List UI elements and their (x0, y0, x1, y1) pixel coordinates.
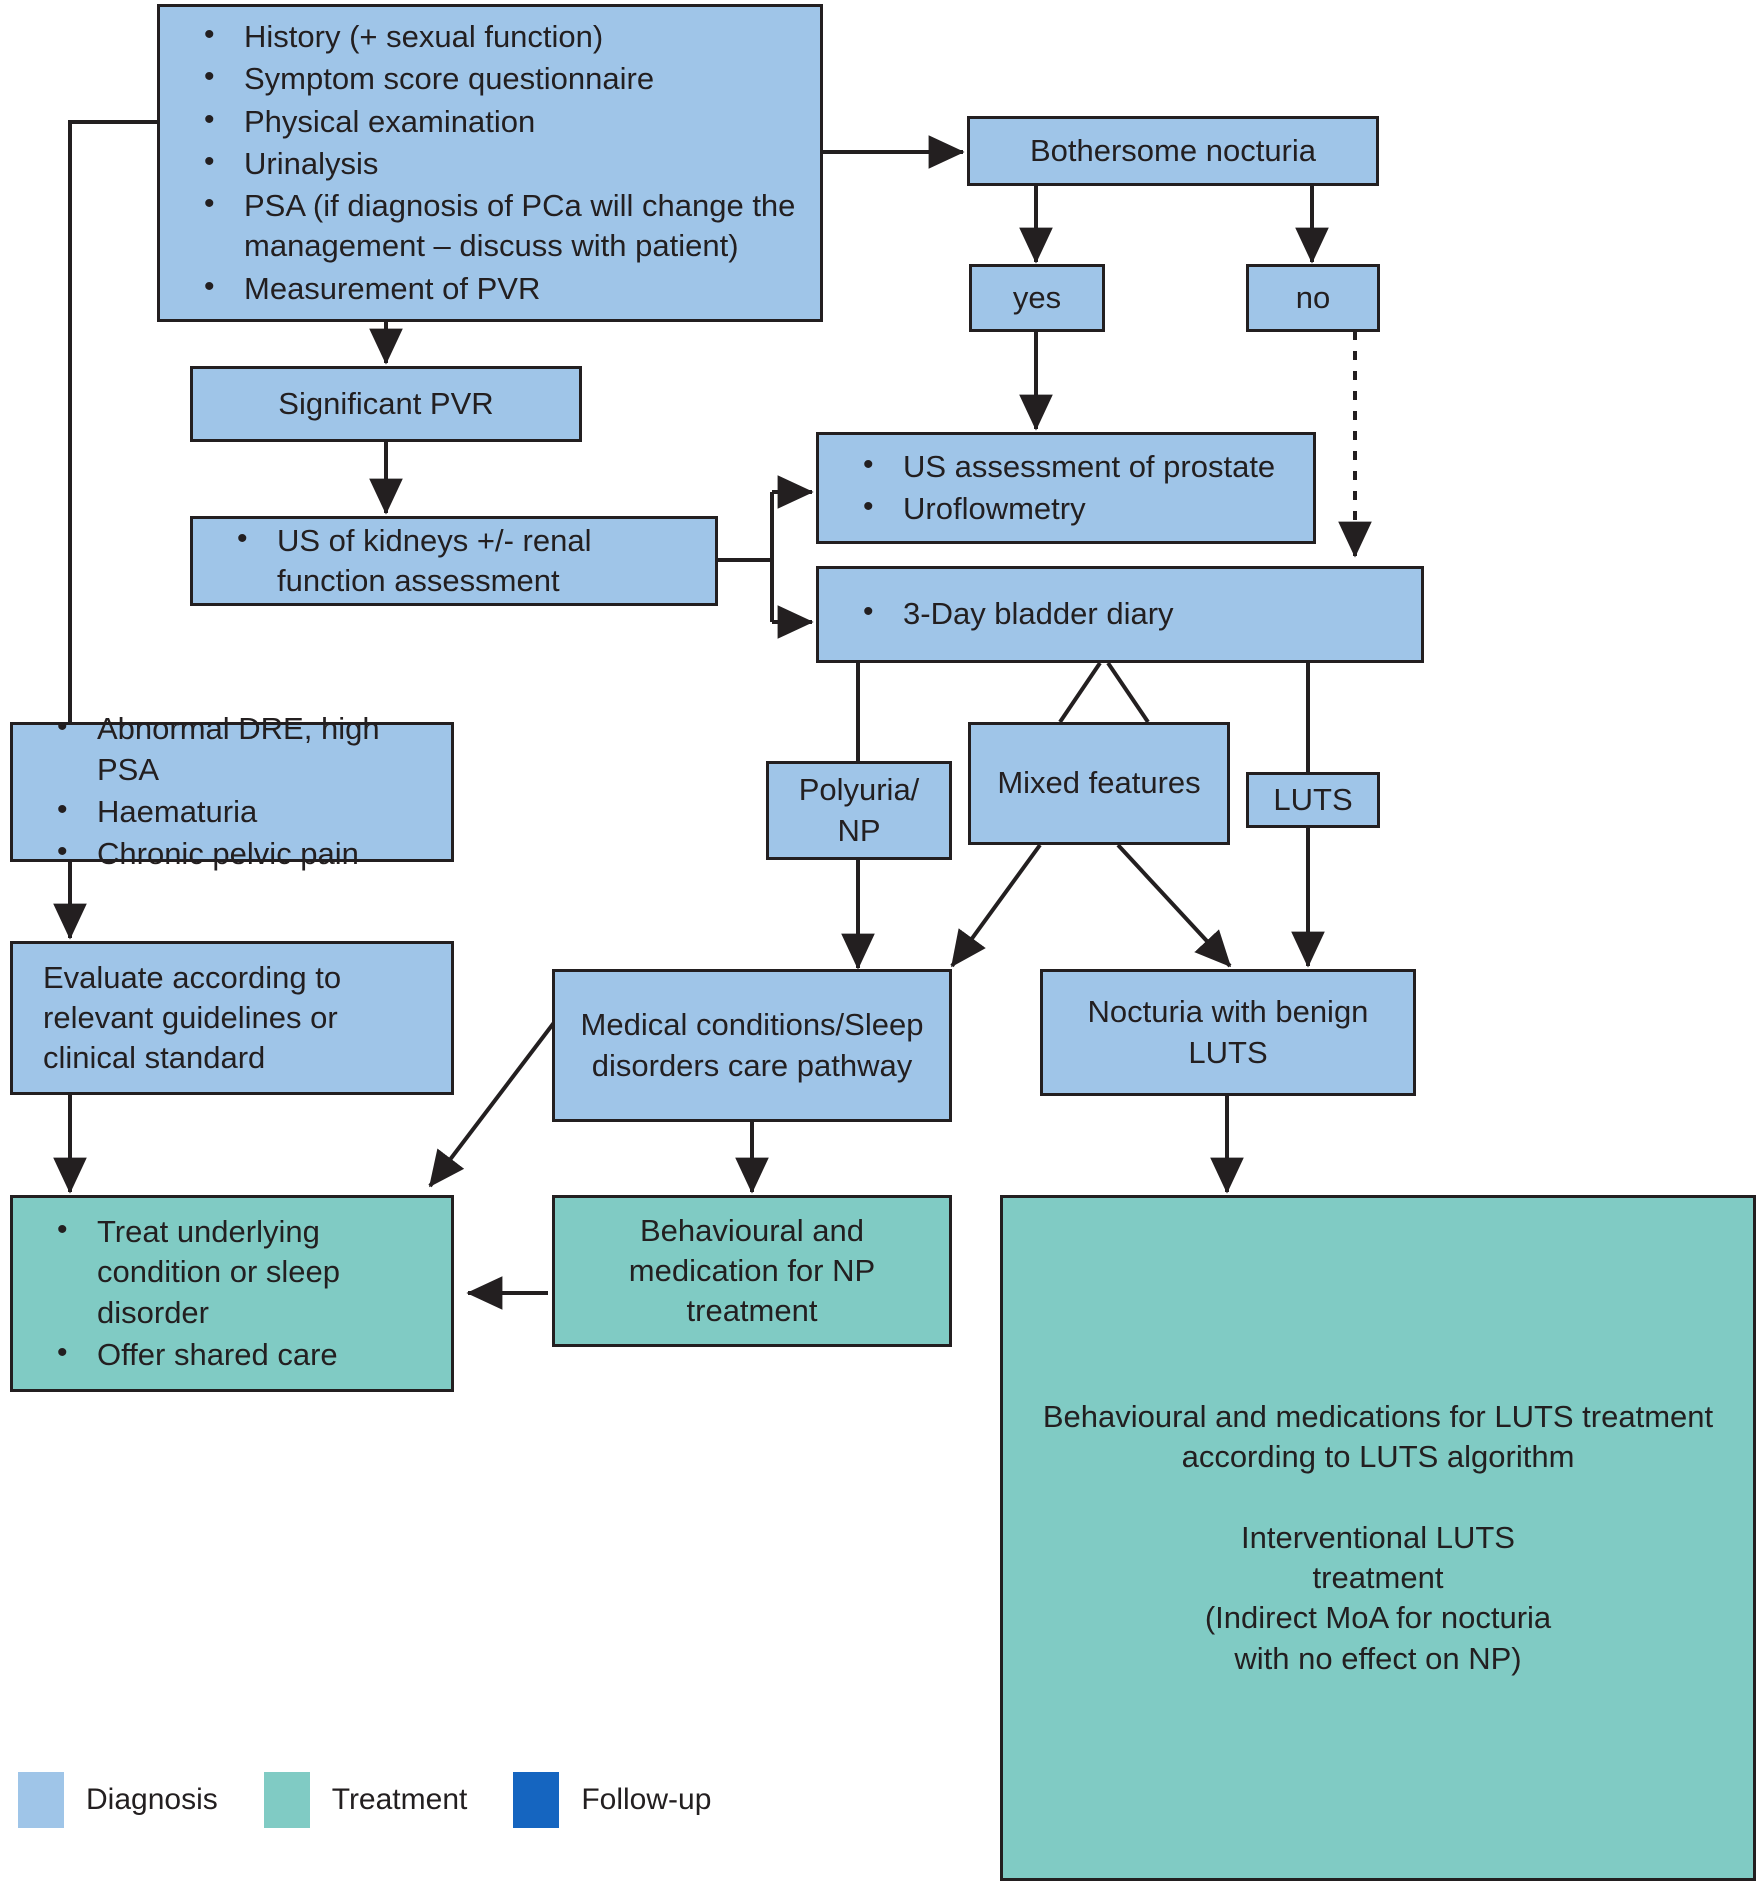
legend-label-diagnosis: Diagnosis (86, 1783, 218, 1816)
list-item: History (+ sexual function) (198, 15, 806, 57)
us-kidneys-list: US of kidneys +/- renal function assessm… (193, 519, 715, 602)
bladder-diary-list: 3-Day bladder diary (819, 592, 1421, 634)
list-item: Urinalysis (198, 142, 806, 184)
node-label-line2: NP (837, 812, 881, 848)
node-label: Medical conditions/Sleep disorders care … (580, 1007, 924, 1083)
node-yes[interactable]: yes (969, 264, 1105, 332)
node-behavioural-luts[interactable]: Behavioural and medications for LUTS tre… (1000, 1195, 1756, 1881)
list-item: 3-Day bladder diary (857, 592, 1407, 634)
node-red-flags[interactable]: Abnormal DRE, high PSA Haematuria Chroni… (10, 707, 454, 872)
legend-swatch-treatment (263, 1772, 310, 1828)
legend-item-followup: Follow-up (513, 1772, 757, 1828)
edge-mixed-to-medical (950, 843, 1042, 968)
node-label: Behavioural and medication for NP treatm… (628, 1212, 876, 1329)
node-us-prostate[interactable]: US assessment of prostate Uroflowmetry (816, 432, 1316, 544)
node-bladder-diary[interactable]: 3-Day bladder diary (816, 566, 1424, 663)
treat-underlying-list: Treat underlying condition or sleep diso… (13, 1210, 451, 1375)
list-item: US of kidneys +/- renal function assessm… (231, 519, 701, 602)
edge-bladderdiary-to-mixed-right (1106, 661, 1150, 724)
node-treat-underlying[interactable]: Treat underlying condition or sleep diso… (10, 1195, 454, 1392)
edge-bladderdiary-to-mixed-left (1058, 661, 1102, 724)
list-item: Uroflowmetry (857, 487, 1299, 529)
behavioural-luts-para2-line3: (Indirect MoA for nocturia (1204, 1600, 1552, 1636)
legend-label-followup: Follow-up (581, 1783, 712, 1816)
node-label: yes (1012, 279, 1062, 315)
node-mixed-features[interactable]: Mixed features (968, 722, 1230, 845)
list-item: Offer shared care (51, 1333, 437, 1375)
behavioural-luts-para2-line2: treatment (1312, 1560, 1444, 1596)
list-item: Physical examination (198, 100, 806, 142)
list-item: PSA (if diagnosis of PCa will change the… (198, 184, 806, 267)
list-item: Chronic pelvic pain (51, 832, 437, 874)
node-label: Nocturia with benign LUTS (1087, 994, 1369, 1070)
behavioural-luts-para2-line1: Interventional LUTS (1241, 1519, 1515, 1555)
initial-assessment-list: History (+ sexual function) Symptom scor… (160, 15, 820, 309)
node-evaluate-guidelines[interactable]: Evaluate according to relevant guideline… (10, 941, 454, 1095)
list-item: Measurement of PVR (198, 267, 806, 309)
red-flags-list: Abnormal DRE, high PSA Haematuria Chroni… (13, 707, 451, 874)
node-label: Significant PVR (278, 385, 494, 421)
node-label: LUTS (1273, 781, 1353, 817)
node-luts[interactable]: LUTS (1246, 772, 1380, 828)
node-bothersome-nocturia[interactable]: Bothersome nocturia (967, 116, 1379, 186)
behavioural-luts-para2-line4: with no effect on NP) (1234, 1640, 1522, 1676)
list-item: US assessment of prostate (857, 445, 1299, 487)
behavioural-luts-para1: Behavioural and medications for LUTS tre… (1042, 1398, 1714, 1475)
node-nocturia-benign-luts[interactable]: Nocturia with benign LUTS (1040, 969, 1416, 1096)
node-label: Evaluate according to relevant guideline… (43, 959, 342, 1076)
edge-mixed-to-nocturia (1116, 843, 1232, 968)
us-prostate-list: US assessment of prostate Uroflowmetry (819, 445, 1313, 530)
node-label: no (1295, 279, 1331, 315)
list-item: Symptom score questionnaire (198, 57, 806, 99)
node-medical-sleep-pathway[interactable]: Medical conditions/Sleep disorders care … (552, 969, 952, 1122)
node-behavioural-np[interactable]: Behavioural and medication for NP treatm… (552, 1195, 952, 1347)
list-item: Treat underlying condition or sleep diso… (51, 1210, 437, 1333)
legend-label-treatment: Treatment (331, 1783, 468, 1816)
node-polyuria-np[interactable]: Polyuria/ NP (766, 761, 952, 860)
legend: Diagnosis Treatment Follow-up (18, 1772, 757, 1828)
node-significant-pvr[interactable]: Significant PVR (190, 366, 582, 442)
legend-item-treatment: Treatment (263, 1772, 514, 1828)
node-initial-assessment[interactable]: History (+ sexual function) Symptom scor… (157, 4, 823, 322)
list-item: Haematuria (51, 790, 437, 832)
legend-swatch-diagnosis (18, 1772, 64, 1828)
legend-swatch-followup (513, 1772, 560, 1828)
node-no[interactable]: no (1246, 264, 1380, 332)
node-label: Bothersome nocturia (1029, 132, 1317, 168)
node-label-line1: Polyuria/ (798, 772, 920, 808)
node-label: Mixed features (997, 765, 1201, 801)
list-item: Abnormal DRE, high PSA (51, 707, 437, 790)
legend-item-diagnosis: Diagnosis (18, 1772, 264, 1828)
node-us-kidneys[interactable]: US of kidneys +/- renal function assessm… (190, 516, 718, 606)
